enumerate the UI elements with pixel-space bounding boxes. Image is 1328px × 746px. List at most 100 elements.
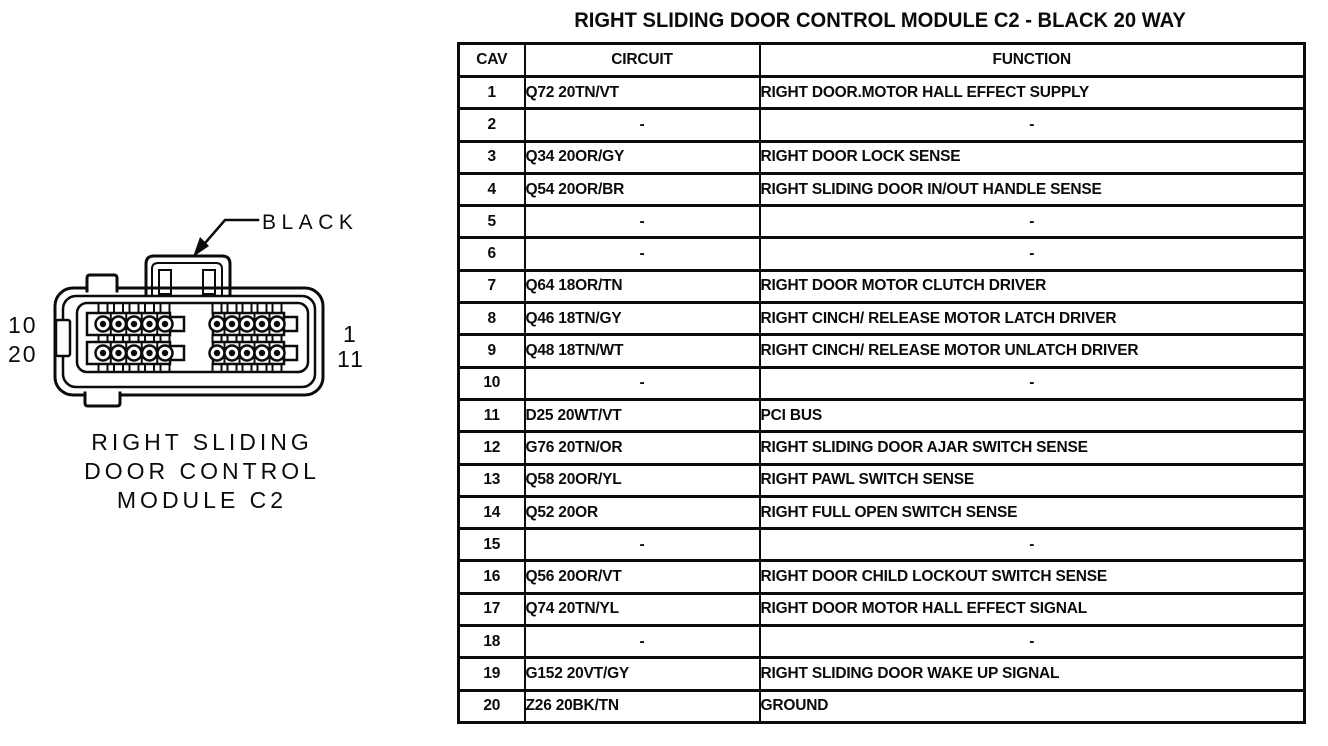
circuit-cell: -	[523, 624, 761, 660]
cav-cell: 1	[457, 74, 526, 111]
table-row: 8 Q46 18TN/GY RIGHT CINCH/ RELEASE MOTOR…	[457, 301, 1306, 337]
terminal-pin-center	[243, 320, 251, 328]
terminal-pin-center	[273, 349, 281, 357]
circuit-cell: Q48 18TN/WT	[523, 333, 761, 369]
table-row: 17 Q74 20TN/YL RIGHT DOOR MOTOR HALL EFF…	[457, 591, 1306, 628]
terminal-pin-center	[258, 320, 266, 328]
function-cell: RIGHT PAWL SWITCH SENSE	[758, 462, 1306, 498]
connector-body	[53, 273, 325, 408]
function-cell: -	[758, 365, 1306, 401]
caption-line: DOOR CONTROL	[84, 458, 320, 484]
function-cell: RIGHT DOOR LOCK SENSE	[758, 139, 1306, 175]
function-cell: RIGHT DOOR CHILD LOCKOUT SWITCH SENSE	[758, 559, 1306, 595]
table-row: 10 - -	[457, 365, 1306, 401]
circuit-cell: Q74 20TN/YL	[523, 591, 761, 628]
circuit-cell: G152 20VT/GY	[523, 656, 761, 692]
cav-cell: 3	[457, 139, 526, 175]
circuit-cell: -	[523, 204, 761, 240]
header-row: CAV CIRCUIT FUNCTION	[457, 42, 1306, 78]
terminal-pin-center	[130, 320, 138, 328]
cav-cell: 11	[457, 397, 526, 434]
table-row: 9 Q48 18TN/WT RIGHT CINCH/ RELEASE MOTOR…	[457, 333, 1306, 369]
pinout-table-body: 1 Q72 20TN/VT RIGHT DOOR.MOTOR HALL EFFE…	[457, 74, 1306, 724]
function-cell: -	[758, 107, 1306, 143]
header-cav: CAV	[457, 42, 526, 78]
pin-label-20: 20	[8, 341, 38, 367]
table-row: 15 - -	[457, 527, 1306, 563]
function-cell: -	[758, 204, 1306, 240]
connector-color-label: BLACK	[262, 211, 358, 234]
pin-field	[94, 303, 286, 372]
circuit-cell: Q54 20OR/BR	[523, 171, 761, 208]
table-row: 12 G76 20TN/OR RIGHT SLIDING DOOR AJAR S…	[457, 430, 1306, 466]
circuit-cell: -	[523, 365, 761, 401]
pinout-table-container: CAV CIRCUIT FUNCTION 1 Q72 20TN/VT RIGHT…	[457, 42, 1306, 724]
caption-line: RIGHT SLIDING	[91, 429, 313, 455]
cav-cell: 4	[457, 171, 526, 208]
table-row: 16 Q56 20OR/VT RIGHT DOOR CHILD LOCKOUT …	[457, 559, 1306, 595]
table-row: 7 Q64 18OR/TN RIGHT DOOR MOTOR CLUTCH DR…	[457, 268, 1306, 305]
function-cell: RIGHT SLIDING DOOR AJAR SWITCH SENSE	[758, 430, 1306, 466]
table-row: 6 - -	[457, 236, 1306, 272]
function-cell: RIGHT CINCH/ RELEASE MOTOR LATCH DRIVER	[758, 301, 1306, 337]
terminal-comb-lines	[97, 303, 283, 372]
connector-latch	[144, 254, 232, 296]
circuit-cell: Q34 20OR/GY	[523, 139, 761, 175]
connector-cavity	[75, 301, 310, 374]
pin-label-10: 10	[8, 312, 38, 338]
table-row: 4 Q54 20OR/BR RIGHT SLIDING DOOR IN/OUT …	[457, 171, 1306, 208]
cav-cell: 10	[457, 365, 526, 401]
function-cell: RIGHT FULL OPEN SWITCH SENSE	[758, 494, 1306, 531]
cav-cell: 6	[457, 236, 526, 272]
cav-cell: 13	[457, 462, 526, 498]
pinout-table: CAV CIRCUIT FUNCTION 1 Q72 20TN/VT RIGHT…	[457, 42, 1306, 724]
function-cell: PCI BUS	[758, 397, 1306, 434]
pin-label-11: 11	[337, 346, 365, 372]
function-cell: RIGHT SLIDING DOOR WAKE UP SIGNAL	[758, 656, 1306, 692]
terminal-pin-center	[228, 349, 236, 357]
cav-cell: 19	[457, 656, 526, 692]
terminal-pin-center	[146, 349, 153, 357]
terminal-pin-center	[115, 349, 122, 357]
cav-cell: 17	[457, 591, 526, 628]
cav-cell: 20	[457, 688, 526, 724]
terminal-pin-center	[115, 320, 122, 328]
function-cell: RIGHT SLIDING DOOR IN/OUT HANDLE SENSE	[758, 171, 1306, 208]
table-row: 19 G152 20VT/GY RIGHT SLIDING DOOR WAKE …	[457, 656, 1306, 692]
terminal-pin-center	[213, 349, 221, 357]
cav-cell: 5	[457, 204, 526, 240]
circuit-cell: Z26 20BK/TN	[523, 688, 761, 724]
table-row: 5 - -	[457, 204, 1306, 240]
circuit-cell: D25 20WT/VT	[523, 397, 761, 434]
terminal-pin-center	[99, 349, 107, 357]
terminal-pin-center	[146, 320, 153, 328]
function-cell: RIGHT CINCH/ RELEASE MOTOR UNLATCH DRIVE…	[758, 333, 1306, 369]
cav-cell: 9	[457, 333, 526, 369]
terminal-pin-center	[243, 349, 251, 357]
terminal-pin-center	[161, 349, 169, 357]
function-cell: RIGHT DOOR MOTOR CLUTCH DRIVER	[758, 268, 1306, 305]
circuit-cell: Q72 20TN/VT	[523, 74, 761, 111]
cav-cell: 15	[457, 527, 526, 563]
cav-cell: 7	[457, 268, 526, 305]
connector-diagram: BLACK	[0, 190, 420, 540]
terminal-pin-center	[228, 320, 236, 328]
connector-drawing-svg: BLACK	[8, 211, 365, 408]
cav-cell: 8	[457, 301, 526, 337]
circuit-cell: Q52 20OR	[523, 494, 761, 531]
terminal-pin-center	[273, 320, 281, 328]
black-callout-leader	[193, 218, 260, 257]
table-row: 13 Q58 20OR/YL RIGHT PAWL SWITCH SENSE	[457, 462, 1306, 498]
arrowhead-icon	[193, 237, 209, 257]
table-row: 11 D25 20WT/VT PCI BUS	[457, 397, 1306, 434]
cav-cell: 2	[457, 107, 526, 143]
function-cell: -	[758, 527, 1306, 563]
table-row: 2 - -	[457, 107, 1306, 143]
circuit-cell: Q46 18TN/GY	[523, 301, 761, 337]
table-row: 3 Q34 20OR/GY RIGHT DOOR LOCK SENSE	[457, 139, 1306, 175]
header-circuit: CIRCUIT	[523, 42, 761, 78]
cav-cell: 12	[457, 430, 526, 466]
cav-cell: 18	[457, 624, 526, 660]
function-cell: GROUND	[758, 688, 1306, 724]
table-row: 1 Q72 20TN/VT RIGHT DOOR.MOTOR HALL EFFE…	[457, 74, 1306, 111]
